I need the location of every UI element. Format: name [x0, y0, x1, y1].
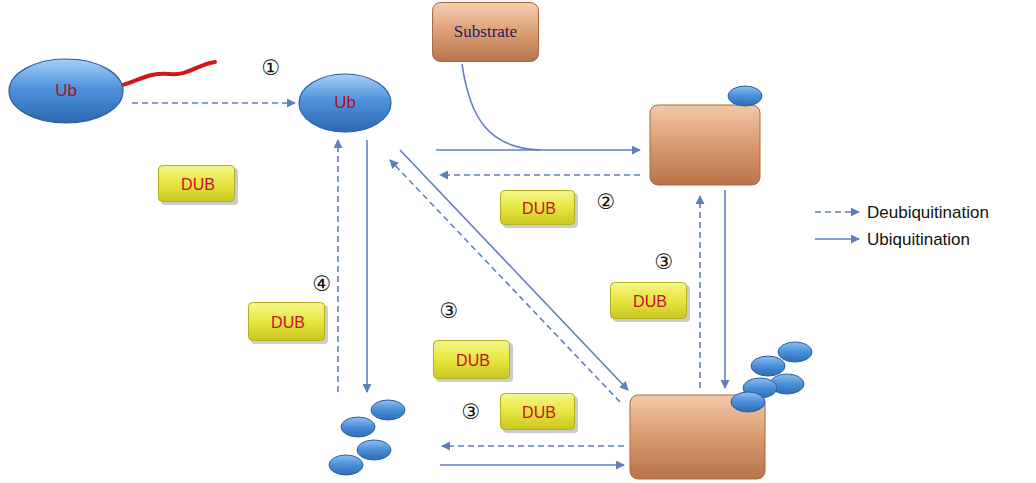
enzyme-label: DUB	[181, 176, 215, 194]
dub-rect	[434, 341, 510, 379]
callout-number: ③	[440, 301, 459, 322]
enzyme-label: DUB	[271, 314, 305, 332]
poly-ub-substrate	[630, 342, 812, 479]
mono-ub-substrate	[650, 86, 762, 185]
ubiquitin-precursor: Ub	[8, 58, 124, 124]
dub-rect	[249, 303, 325, 341]
ubiquitination-arrow	[724, 190, 726, 388]
dub-box: DUB	[248, 302, 328, 344]
enzyme-label: DUB	[633, 293, 667, 311]
ubiquitin-label: Ub	[334, 94, 356, 113]
substrate-curve	[462, 64, 540, 150]
dub-box: DUB	[500, 190, 578, 228]
dub-rect	[501, 191, 575, 225]
dub-rect	[501, 394, 575, 430]
dub-box: DUB	[610, 282, 690, 322]
ub-ellipse	[731, 392, 765, 412]
dub-box: DUB	[500, 393, 578, 433]
substrate-box: Substrate	[432, 2, 539, 62]
ub-ellipse	[371, 400, 405, 420]
legend-solid-arrow	[815, 238, 859, 240]
dub-rect	[159, 166, 235, 202]
deubiquitination-arrow	[440, 174, 640, 176]
ubiquitin-label: Ub	[55, 82, 77, 101]
deubiquitination-arrow	[132, 102, 295, 104]
callout-number: ②	[597, 192, 616, 213]
legend-dashed-arrow	[815, 211, 859, 213]
substrate-rect	[433, 3, 539, 62]
ub-ellipse	[341, 417, 375, 437]
ub-tail	[120, 62, 215, 86]
deubiquitination-arrow	[442, 445, 624, 447]
ub-ellipse	[728, 86, 762, 106]
dub-box: DUB	[433, 340, 513, 382]
ubiquitination-arrow	[440, 464, 624, 466]
legend-text: Deubiquitination	[867, 204, 989, 221]
substrate-label: Substrate	[454, 23, 517, 42]
callout-number: ④	[313, 274, 332, 295]
enzyme-label: DUB	[522, 404, 556, 422]
ubiquitin-ellipse	[9, 59, 123, 123]
dub-rect	[611, 283, 687, 319]
legend-text: Ubiquitination	[867, 231, 970, 248]
ub-ellipse	[778, 342, 812, 362]
ubiquitin-ellipse	[299, 74, 391, 132]
deubiquitination-arrow	[337, 140, 339, 392]
ubiquitination-arrow	[366, 140, 368, 392]
dub-box: DUB	[158, 165, 238, 205]
deubiquitination-arrow	[699, 196, 701, 388]
ubiquitination-arrow	[400, 150, 628, 390]
enzyme-label: DUB	[456, 352, 490, 370]
ub-ellipse	[751, 356, 785, 376]
free-poly-ub	[329, 400, 405, 475]
ubiquitination-arrow	[436, 149, 640, 151]
substrate-box	[650, 105, 760, 185]
deubiquitination-arrow	[390, 160, 620, 402]
callout-number: ①	[262, 58, 281, 79]
enzyme-label: DUB	[522, 200, 556, 218]
ub-ellipse	[329, 455, 363, 475]
red-tail	[120, 62, 215, 86]
pathway-arrows	[338, 64, 725, 465]
ub-ellipse	[357, 440, 391, 460]
callout-number: ③	[655, 252, 674, 273]
ubiquitin: Ub	[298, 73, 392, 133]
callout-number: ③	[462, 402, 481, 423]
